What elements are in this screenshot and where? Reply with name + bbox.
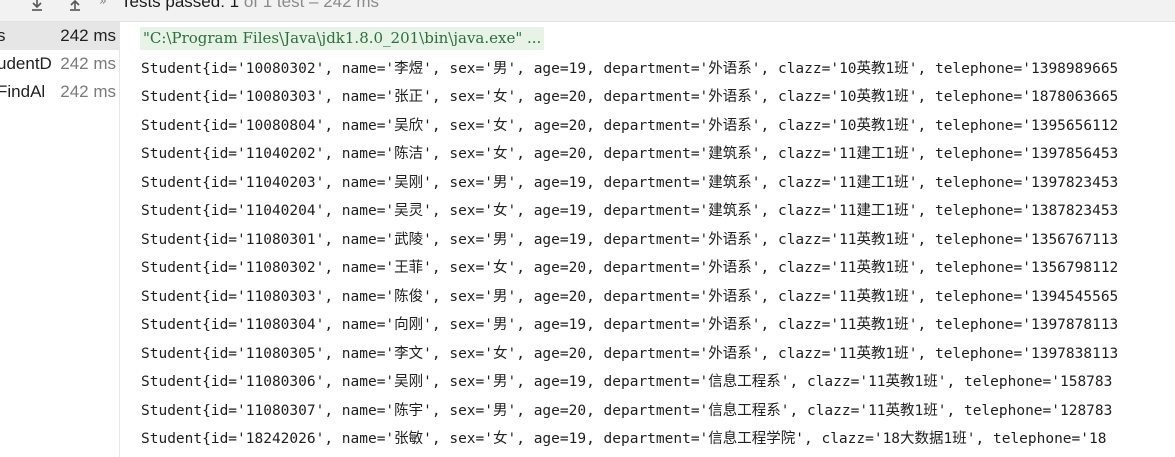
- console-line: Student{id='10080804', name='吴欣', sex='女…: [141, 118, 1119, 134]
- test-results-tree: s 242 ms udentD 242 ms FindAl 242 ms: [0, 22, 120, 457]
- tree-item-label: s: [0, 22, 6, 50]
- tree-item-duration: 242 ms: [60, 54, 116, 73]
- tree-item-duration: 242 ms: [60, 26, 116, 45]
- tree-item-method[interactable]: FindAl 242 ms: [0, 78, 119, 106]
- tree-item-duration: 242 ms: [60, 82, 116, 101]
- console-line: Student{id='11040204', name='吴灵', sex='女…: [141, 203, 1119, 219]
- java-command-line[interactable]: "C:\Program Files\Java\jdk1.8.0_201\bin\…: [140, 27, 545, 50]
- tests-summary-text: of 1 test – 242 ms: [239, 0, 379, 11]
- console-line: Student{id='11080303', name='陈俊', sex='男…: [141, 289, 1119, 305]
- console-line: Student{id='11040202', name='陈洁', sex='女…: [141, 146, 1119, 162]
- console-line: Student{id='11080307', name='陈宇', sex='男…: [141, 403, 1113, 419]
- console-line: Student{id='11080301', name='武陵', sex='男…: [141, 232, 1119, 248]
- console-line: Student{id='11080302', name='王菲', sex='女…: [141, 260, 1119, 276]
- tree-item-label: udentD: [0, 54, 52, 73]
- console-line: Student{id='11040203', name='吴刚', sex='男…: [141, 175, 1119, 191]
- console-line: Student{id='10080302', name='李煜', sex='男…: [141, 61, 1119, 77]
- tree-item-class[interactable]: udentD 242 ms: [0, 50, 119, 78]
- console-line: Student{id='11080306', name='吴刚', sex='男…: [141, 374, 1113, 390]
- console-line: Student{id='10080303', name='张正', sex='女…: [141, 89, 1119, 105]
- tests-status: Tests passed: 1 of 1 test – 242 ms: [121, 0, 379, 12]
- tree-item-suite[interactable]: s 242 ms: [0, 22, 119, 50]
- console-line: Student{id='18242026', name='张敏', sex='女…: [141, 431, 1107, 447]
- console-line: Student{id='11080305', name='李文', sex='女…: [141, 346, 1119, 362]
- tests-passed-text: Tests passed: 1: [121, 0, 240, 11]
- console-output[interactable]: "C:\Program Files\Java\jdk1.8.0_201\bin\…: [120, 22, 1175, 457]
- chevron-right-icon[interactable]: »: [99, 0, 107, 9]
- tree-item-label: FindAl: [0, 82, 46, 101]
- test-toolbar: » Tests passed: 1 of 1 test – 242 ms: [0, 0, 1175, 22]
- console-line: Student{id='11080304', name='向刚', sex='男…: [141, 317, 1119, 333]
- sort-down-icon[interactable]: [26, 0, 48, 16]
- sort-up-icon[interactable]: [64, 0, 86, 16]
